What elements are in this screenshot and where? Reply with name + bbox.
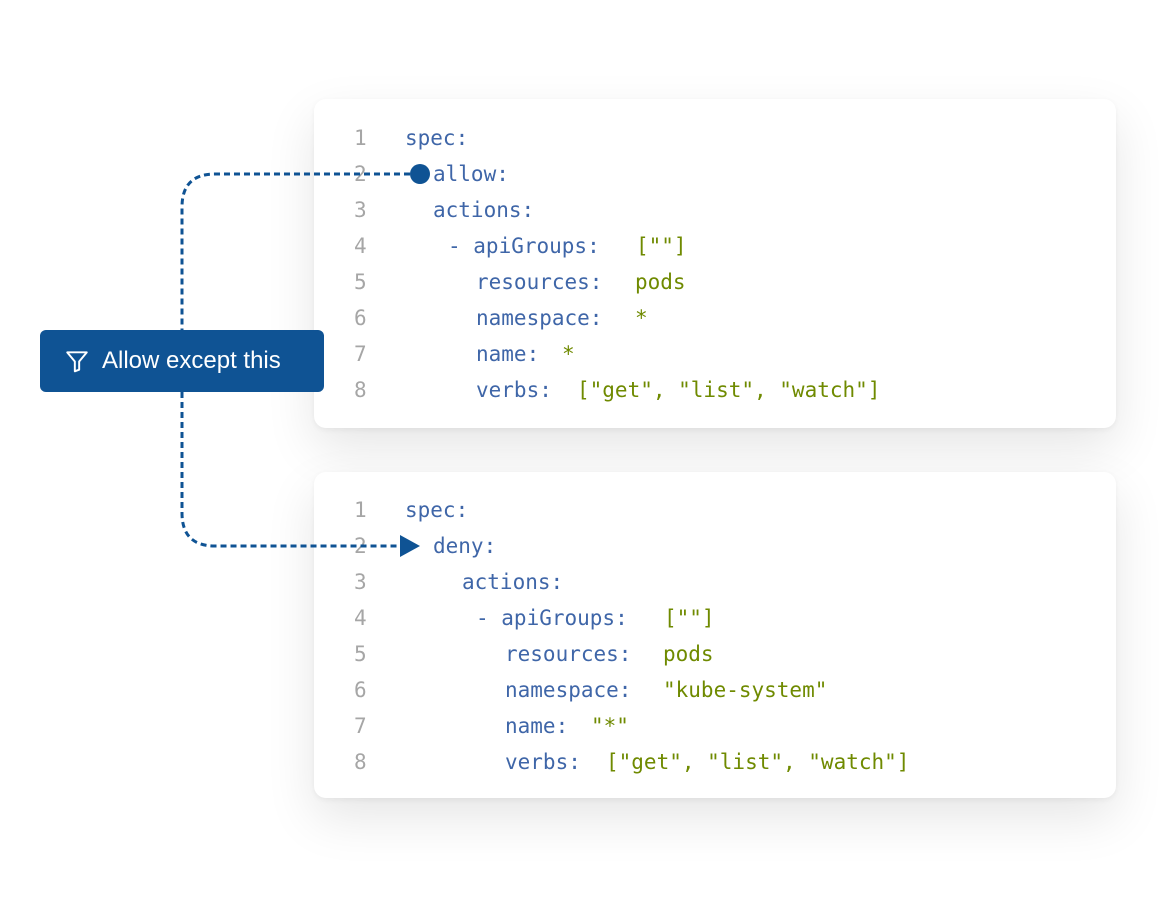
code-key: - apiGroups: bbox=[476, 606, 628, 630]
line-number: 4 bbox=[354, 234, 367, 258]
code-key: allow: bbox=[433, 162, 509, 186]
line-number: 2 bbox=[354, 162, 367, 186]
line-number: 4 bbox=[354, 606, 367, 630]
line-number: 5 bbox=[354, 270, 367, 294]
code-value: pods bbox=[635, 270, 686, 294]
allow-except-this-badge[interactable]: Allow except this bbox=[40, 330, 324, 392]
line-number: 3 bbox=[354, 570, 367, 594]
line-number: 6 bbox=[354, 306, 367, 330]
filter-icon bbox=[66, 351, 88, 373]
line-number: 8 bbox=[354, 378, 367, 402]
code-key: namespace: bbox=[476, 306, 603, 330]
code-value: "*" bbox=[591, 714, 629, 738]
code-value: ["get", "list", "watch"] bbox=[577, 378, 881, 402]
code-value: [""] bbox=[664, 606, 715, 630]
code-key: verbs: bbox=[505, 750, 581, 774]
connector-start-dot bbox=[410, 164, 430, 184]
code-key: - apiGroups: bbox=[448, 234, 600, 258]
line-number: 6 bbox=[354, 678, 367, 702]
code-key: resources: bbox=[476, 270, 603, 294]
line-number: 3 bbox=[354, 198, 367, 222]
code-value: * bbox=[635, 306, 648, 330]
allow-policy-card: 1 spec: 2 allow: 3 actions: 4 - apiGroups: ["… bbox=[314, 99, 1116, 428]
line-number: 7 bbox=[354, 714, 367, 738]
code-key: actions: bbox=[433, 198, 535, 222]
code-key: spec: bbox=[405, 126, 469, 150]
line-number: 1 bbox=[354, 126, 367, 150]
connector-line-lower bbox=[180, 392, 402, 548]
connector-arrowhead bbox=[400, 535, 420, 557]
deny-policy-card: 1 spec: 2 deny: 3 actions: 4 - apiGroups: [""… bbox=[314, 472, 1116, 798]
code-value: * bbox=[562, 342, 575, 366]
badge-label: Allow except this bbox=[102, 347, 281, 374]
code-key: deny: bbox=[433, 534, 497, 558]
line-number: 8 bbox=[354, 750, 367, 774]
code-value: ["get", "list", "watch"] bbox=[606, 750, 910, 774]
code-key: namespace: bbox=[505, 678, 632, 702]
code-value: pods bbox=[663, 642, 714, 666]
code-value: [""] bbox=[636, 234, 687, 258]
code-key: verbs: bbox=[476, 378, 552, 402]
code-key: name: bbox=[476, 342, 540, 366]
code-value: "kube-system" bbox=[663, 678, 828, 702]
line-number: 1 bbox=[354, 498, 367, 522]
code-key: spec: bbox=[405, 498, 469, 522]
code-key: resources: bbox=[505, 642, 632, 666]
line-number: 7 bbox=[354, 342, 367, 366]
connector-line-upper bbox=[180, 172, 420, 330]
code-key: name: bbox=[505, 714, 569, 738]
code-key: actions: bbox=[462, 570, 564, 594]
line-number: 5 bbox=[354, 642, 367, 666]
line-number: 2 bbox=[354, 534, 367, 558]
